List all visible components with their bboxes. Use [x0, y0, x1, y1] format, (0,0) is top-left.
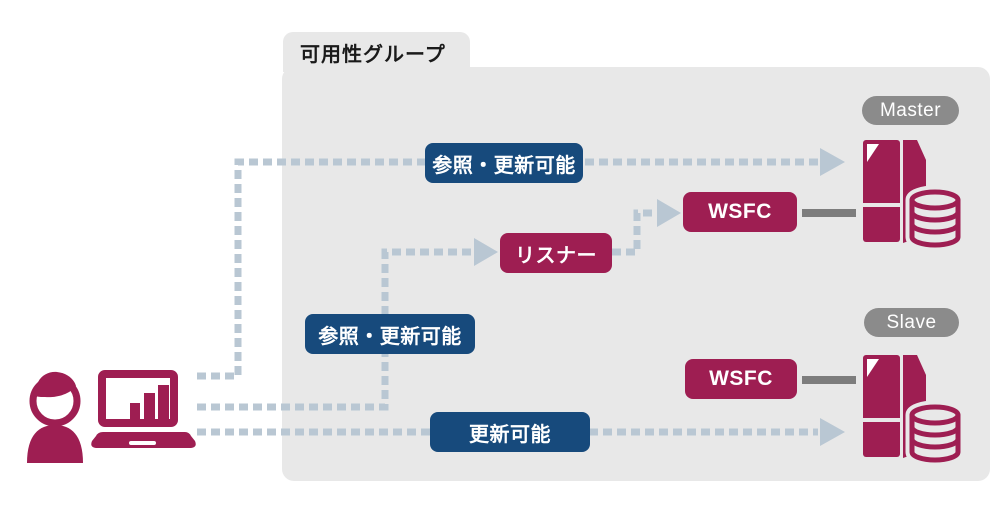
- edge-client-to-master: [197, 158, 818, 380]
- master-server-database-icon: [863, 140, 965, 248]
- bar-chart-icon: [130, 385, 169, 419]
- master-badge: Master: [862, 96, 959, 125]
- wsfc-slave-node: WSFC: [685, 359, 797, 399]
- availability-group-title: 可用性グループ: [300, 43, 446, 66]
- user-with-laptop-icon: [27, 370, 196, 463]
- arrowhead-master: [820, 148, 845, 176]
- wsfc-master-link-bar: [802, 209, 856, 217]
- laptop-icon: [91, 370, 196, 448]
- database-cylinder-icon: [905, 185, 965, 248]
- label-read-update-master: 参照・更新可能: [425, 143, 583, 183]
- slave-server-database-icon: [863, 355, 965, 463]
- slave-badge: Slave: [864, 308, 959, 337]
- wsfc-slave-link-bar: [802, 376, 856, 384]
- edge-client-to-listener: [197, 248, 472, 411]
- arrowhead-slave: [820, 418, 845, 446]
- arrowhead-listener: [474, 238, 498, 266]
- label-read-update-listener: 参照・更新可能: [305, 314, 475, 354]
- availability-group-tab: 可用性グループ: [283, 32, 470, 72]
- wsfc-master-node: WSFC: [683, 192, 797, 232]
- database-cylinder-icon: [905, 400, 965, 463]
- user-icon: [27, 371, 83, 463]
- label-update-slave: 更新可能: [430, 412, 590, 452]
- arrowhead-wsfc: [657, 199, 681, 227]
- edge-listener-to-wsfc: [612, 209, 656, 256]
- listener-node: リスナー: [500, 233, 612, 273]
